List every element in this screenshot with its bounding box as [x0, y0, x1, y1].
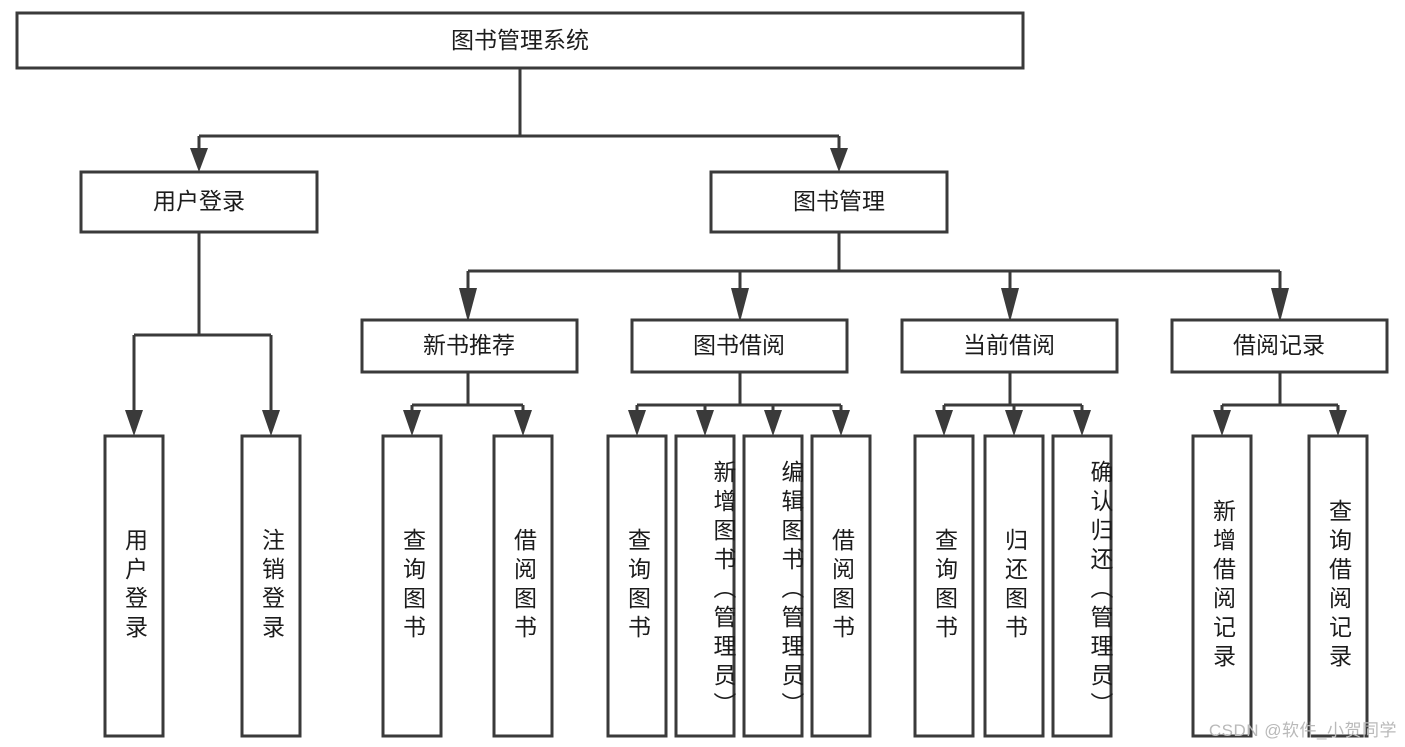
node-borrow-record-box[interactable]	[1170, 318, 1389, 374]
arrow-to-new-book	[459, 288, 477, 322]
node-new-book-recommend-label: 新书推荐	[423, 332, 515, 358]
arrow-to-book-manage	[830, 148, 848, 172]
edge-user-login-trunk	[132, 232, 273, 414]
arrow-to-user-login	[190, 148, 208, 172]
leaf-box-add-book[interactable]	[674, 434, 736, 738]
node-borrow-record-label: 借阅记录	[1233, 332, 1325, 358]
arrow-to-leaf-query-book-3	[935, 410, 953, 436]
edge-borrow-record-trunk	[1220, 372, 1340, 414]
leaf-box-borrow-book-2[interactable]	[810, 434, 872, 738]
node-layer: 图书管理系统 用户登录 图书管理 新书推荐 图书借阅 当前借阅 借阅记录	[15, 11, 1389, 738]
arrow-to-current-borrow	[1001, 288, 1019, 322]
arrow-to-leaf-logout	[262, 410, 280, 436]
edge-new-book-trunk	[410, 372, 525, 414]
edge-root-trunk	[197, 68, 841, 156]
arrow-to-leaf-confirm-return	[1073, 410, 1091, 436]
node-book-manage-box[interactable]	[709, 170, 949, 234]
node-current-borrow-box[interactable]	[900, 318, 1119, 374]
leaf-box-borrow-book-1[interactable]	[492, 434, 554, 738]
node-root-label: 图书管理系统	[451, 27, 589, 53]
arrow-to-leaf-borrow-book-1	[514, 410, 532, 436]
arrow-to-leaf-add-book	[696, 410, 714, 436]
edge-book-borrow-trunk	[635, 372, 843, 414]
arrow-to-leaf-user-login	[125, 410, 143, 436]
node-book-borrow-box[interactable]	[630, 318, 849, 374]
arrow-to-borrow-record	[1271, 288, 1289, 322]
leaf-box-edit-book[interactable]	[742, 434, 804, 738]
node-current-borrow-label: 当前借阅	[963, 332, 1055, 358]
edge-current-borrow-trunk	[942, 372, 1084, 414]
arrow-to-leaf-add-record	[1213, 410, 1231, 436]
leaf-box-query-book-2[interactable]	[606, 434, 668, 738]
node-root-box[interactable]	[15, 11, 1025, 70]
edge-book-manage-trunk	[466, 232, 1282, 290]
leaf-box-return-book[interactable]	[983, 434, 1045, 738]
arrow-to-leaf-borrow-book-2	[832, 410, 850, 436]
node-new-book-recommend-box[interactable]	[360, 318, 579, 374]
arrow-to-book-borrow	[731, 288, 749, 322]
leaf-box-add-record[interactable]	[1191, 434, 1253, 738]
node-book-manage-label: 图书管理	[793, 188, 885, 214]
leaf-box-confirm-return[interactable]	[1051, 434, 1113, 738]
leaf-box-query-book-1[interactable]	[381, 434, 443, 738]
leaf-box-user-login[interactable]	[103, 434, 165, 738]
node-user-login-label: 用户登录	[153, 188, 245, 214]
arrow-to-leaf-edit-book	[764, 410, 782, 436]
node-book-borrow-label: 图书借阅	[693, 332, 785, 358]
csdn-watermark: CSDN @软件_小贺同学	[1208, 721, 1397, 740]
arrow-to-leaf-query-book-2	[628, 410, 646, 436]
leaf-box-query-record[interactable]	[1307, 434, 1369, 738]
arrow-to-leaf-query-record	[1329, 410, 1347, 436]
arrow-to-leaf-return-book	[1005, 410, 1023, 436]
node-user-login-box[interactable]	[79, 170, 319, 234]
leaf-box-query-book-3[interactable]	[913, 434, 975, 738]
leaf-box-logout[interactable]	[240, 434, 302, 738]
connector-layer	[125, 68, 1347, 436]
arrow-to-leaf-query-book-1	[403, 410, 421, 436]
